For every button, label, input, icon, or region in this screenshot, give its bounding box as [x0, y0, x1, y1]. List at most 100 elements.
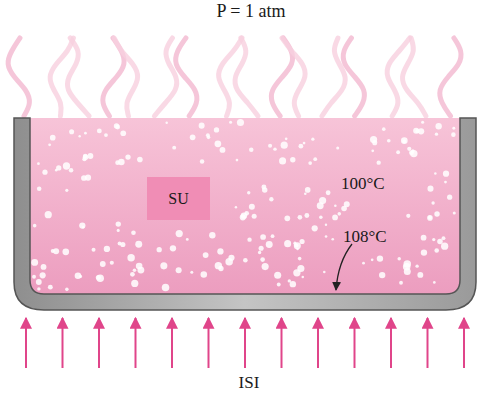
bubble [45, 211, 52, 218]
bubble [215, 140, 222, 147]
bubble [249, 204, 255, 210]
heat-arrow [135, 318, 137, 368]
bubble [387, 139, 391, 143]
vapor-wisp [114, 38, 137, 116]
leader-line [336, 244, 352, 290]
bubble [432, 238, 435, 241]
bubble [37, 162, 40, 165]
bubble [268, 144, 272, 148]
bubble [127, 254, 134, 261]
bubble [235, 206, 237, 208]
bubble [279, 157, 286, 164]
bubble [377, 255, 383, 261]
bubble [262, 187, 267, 192]
bubble [218, 266, 223, 271]
bubble [87, 153, 93, 159]
bubble [32, 275, 36, 279]
bubble [249, 148, 254, 153]
bubble [406, 214, 410, 218]
bubble [305, 187, 311, 193]
bubble [403, 260, 411, 268]
bubble [97, 128, 102, 133]
heat-arrow [354, 318, 356, 368]
bubble [51, 249, 55, 253]
bubble [65, 189, 68, 192]
bubble [236, 159, 239, 162]
heat-arrow [244, 318, 246, 368]
bubble [285, 138, 288, 141]
bubble [92, 248, 96, 252]
bubble [63, 162, 70, 169]
bubble [237, 119, 244, 126]
bubble [298, 215, 303, 220]
bubble [452, 127, 455, 130]
vapor-wisp [282, 38, 305, 116]
bubble [453, 211, 456, 214]
bubble [371, 149, 374, 152]
bubble [117, 229, 120, 232]
bubble [298, 257, 302, 261]
bubble [40, 272, 46, 278]
temperature-label: 100°C [341, 175, 385, 194]
bubble [176, 230, 183, 237]
bubble [133, 268, 137, 272]
heat-arrow [25, 318, 27, 368]
vapor-wisp [387, 38, 410, 116]
bubble [427, 186, 433, 192]
vapor-wisp [343, 38, 364, 116]
bubble [247, 237, 251, 241]
bubble [84, 132, 87, 135]
bubble [376, 160, 380, 164]
bubble [302, 276, 305, 279]
bubble [37, 287, 40, 290]
vapor-wisp [219, 38, 242, 116]
bubble [262, 263, 269, 270]
bubble [417, 272, 423, 278]
heat-label: ISI [239, 374, 260, 393]
bubble [190, 135, 196, 141]
bubble [370, 136, 377, 143]
bubble [443, 171, 449, 177]
bubble [434, 211, 439, 216]
bubble [244, 211, 249, 216]
bubble [186, 238, 189, 241]
bubble [341, 206, 347, 212]
bubble [33, 224, 37, 228]
bubble [41, 264, 47, 270]
node-text: SU [168, 190, 188, 208]
bubble [409, 150, 414, 155]
bubble [266, 241, 273, 248]
bubble [290, 281, 296, 287]
bubble [78, 135, 80, 137]
temperature-label: 108°C [343, 228, 387, 247]
bubble [118, 241, 122, 245]
bubble [396, 150, 400, 154]
vapor-wisp [440, 38, 461, 116]
bubble [209, 232, 215, 238]
bubble [325, 224, 327, 226]
bubble [115, 160, 120, 165]
bubble [311, 138, 314, 141]
pan-wall [14, 118, 476, 310]
bubble [382, 127, 386, 131]
bubble [260, 257, 265, 262]
bubble [442, 236, 446, 240]
bubble [296, 248, 298, 250]
bubble [362, 262, 365, 265]
bubble [170, 245, 176, 251]
bubble [399, 281, 403, 285]
heat-arrow [463, 318, 465, 368]
bubble [259, 246, 264, 251]
bubble [402, 139, 406, 143]
bubble [435, 133, 438, 136]
bubble [201, 271, 208, 278]
bubble [274, 272, 281, 279]
bubble [447, 195, 452, 200]
bubble [69, 129, 74, 134]
bubble [157, 247, 162, 252]
vapor-wisp [235, 38, 258, 116]
bubble [298, 144, 303, 149]
bubble [260, 234, 266, 240]
heat-arrow [317, 318, 319, 368]
